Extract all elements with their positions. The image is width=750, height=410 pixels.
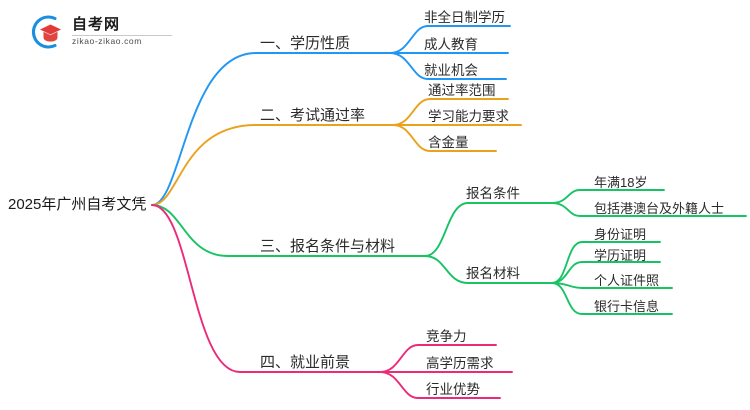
logo-arc-icon [31, 15, 57, 49]
branch-3-child-2[interactable]: 报名材料 [466, 266, 520, 281]
mindmap-root-node[interactable]: 2025年广州自考文凭 [8, 196, 147, 213]
logo-graphic [31, 15, 61, 49]
branch-3-child-2-leaf-1[interactable]: 身份证明 [594, 227, 647, 242]
logo-cap-body-icon [43, 31, 58, 42]
link-root-branch-4 [151, 204, 257, 373]
branch-1-child-2[interactable]: 成人教育 [424, 37, 478, 52]
logo-mark [28, 13, 66, 51]
branch-1-child-3[interactable]: 就业机会 [424, 63, 478, 78]
branch-node-3[interactable]: 三、报名条件与材料 [260, 238, 396, 255]
branch-node-4[interactable]: 四、就业前景 [260, 354, 351, 371]
branch-2-child-3[interactable]: 含金量 [428, 135, 469, 150]
branch-2-child-1[interactable]: 通过率范围 [428, 83, 496, 98]
logo-cap-top-icon [40, 24, 61, 35]
branch-4-child-3[interactable]: 行业优势 [426, 382, 480, 397]
logo-name-cn: 自考网 [72, 16, 121, 34]
branch-3-child-1-leaf-2[interactable]: 包括港澳台及外籍人士 [594, 201, 725, 216]
branch-4-child-2[interactable]: 高学历需求 [426, 356, 494, 371]
branch-3-child-1[interactable]: 报名条件 [466, 186, 520, 201]
link-root-branch-2 [151, 124, 257, 206]
branch-4-child-1[interactable]: 竞争力 [426, 329, 467, 344]
logo-wordmark: 自考网 zikao-zikao.com [72, 17, 172, 46]
link-root-branch-3 [151, 204, 257, 257]
link-root-branch-1 [151, 52, 257, 206]
branch-node-1[interactable]: 一、学历性质 [260, 35, 351, 52]
branch-node-2[interactable]: 二、考试通过率 [260, 107, 366, 124]
branch-2-child-2[interactable]: 学习能力要求 [428, 109, 509, 124]
branch-1-child-1[interactable]: 非全日制学历 [424, 10, 505, 25]
logo-name-en: zikao-zikao.com [72, 36, 142, 47]
site-logo: 自考网 zikao-zikao.com [28, 12, 188, 52]
branch-3-child-2-leaf-4[interactable]: 银行卡信息 [594, 299, 660, 314]
link-branch-3-sub-1 [424, 202, 553, 257]
branch-3-child-1-leaf-1[interactable]: 年满18岁 [594, 175, 648, 190]
branch-3-child-2-leaf-3[interactable]: 个人证件照 [594, 273, 660, 288]
branch-3-child-2-leaf-2[interactable]: 学历证明 [594, 248, 647, 263]
logo-divider [72, 35, 172, 37]
